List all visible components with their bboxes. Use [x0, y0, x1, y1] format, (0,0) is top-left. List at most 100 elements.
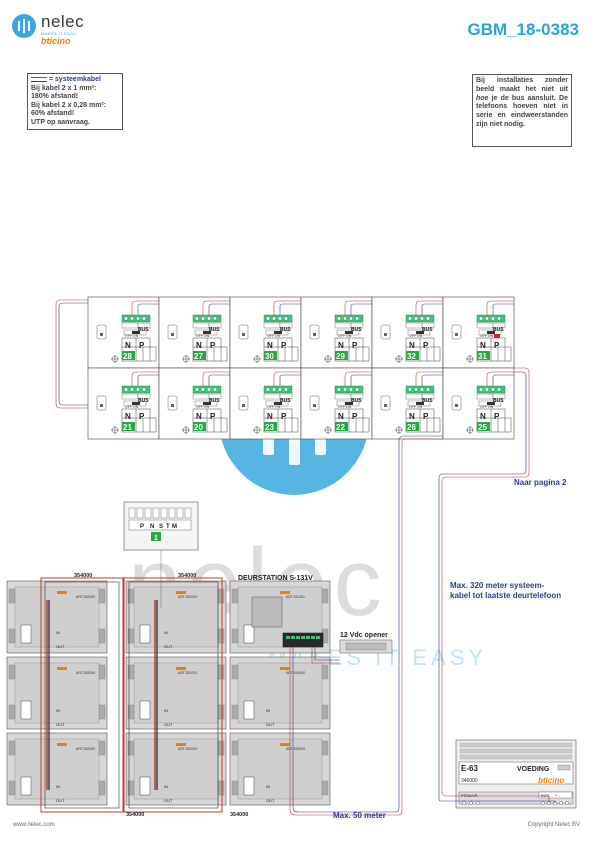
nelec-logo: nelec MAKES IT EASY bticino: [12, 12, 132, 46]
nelec-logo-mark-icon: [12, 14, 36, 38]
out-label: OUT: [56, 644, 65, 649]
out-label: OUT: [164, 798, 173, 803]
out-label: OUT: [266, 722, 275, 727]
out-label: OUT: [164, 722, 173, 727]
psu-plus-minus: + -: [555, 793, 560, 798]
cable-note-line: Bij kabel 2 x 0,28 mm²:: [31, 101, 107, 109]
terminal-n: N: [267, 341, 273, 350]
terminal-p: P: [352, 412, 358, 421]
cable-note: = systeemkabel Bij kabel 2 x 1 mm²: 180%…: [27, 73, 123, 130]
psu-code: 346000: [461, 778, 478, 784]
installation-note-text-a: Bij installaties zonder beeld maakt het …: [476, 77, 568, 93]
terminal-p: P: [423, 412, 429, 421]
switch-label: OFF ON: [267, 405, 281, 409]
psu-brand: bticino: [538, 776, 564, 785]
module-code: ART.352000: [178, 747, 197, 751]
terminal-n: N: [409, 341, 415, 350]
door-station-terminal: [282, 632, 324, 648]
in-label: IN: [56, 784, 60, 789]
in-label: IN: [56, 630, 60, 635]
psu-model: E-63: [461, 764, 478, 773]
bus-label: BUS: [280, 327, 291, 333]
dip-label: M: [172, 524, 177, 530]
terminal-n: N: [125, 341, 131, 350]
installation-note-italic: hoe: [476, 94, 489, 102]
logo-name: nelec: [41, 12, 85, 31]
cable-note-line: 180% afstand!: [31, 93, 79, 101]
in-label: IN: [56, 708, 60, 713]
out-label: OUT: [56, 722, 65, 727]
max-320-label-line2: kabel tot laatste deurtelefoon: [450, 591, 561, 600]
phone-row-top: [87, 296, 515, 369]
bus-label: BUS: [280, 398, 291, 404]
in-label: IN: [266, 708, 270, 713]
cable-legend-icon: [31, 76, 47, 82]
phone-address: 27: [194, 352, 203, 361]
switch-label: OFF ON: [338, 334, 352, 338]
out-label: OUT: [56, 798, 65, 803]
document-number: GBM_18-0383: [467, 20, 579, 39]
terminal-p: P: [139, 412, 145, 421]
terminal-p: P: [139, 341, 145, 350]
terminal-p: P: [281, 341, 287, 350]
in-label: IN: [164, 630, 168, 635]
psu-bus: BUS: [541, 793, 550, 798]
switch-label: OFF ON: [196, 405, 210, 409]
bus-label: BUS: [209, 398, 220, 404]
bus-label: BUS: [351, 398, 362, 404]
switch-label: OFF ON: [125, 334, 139, 338]
bus-label: BUS: [422, 327, 433, 333]
logo-tagline: MAKES IT EASY: [41, 31, 77, 36]
phone-address: 30: [265, 352, 274, 361]
in-label: IN: [164, 784, 168, 789]
max-320-label-line1: Max. 320 meter systeem-: [450, 581, 545, 590]
bus-label: BUS: [422, 398, 433, 404]
in-label: IN: [164, 708, 168, 713]
in-label: IN: [266, 784, 270, 789]
module-code: ART.352000: [178, 595, 197, 599]
switch-label: OFF ON: [267, 334, 281, 338]
phone-address: 25: [478, 423, 487, 432]
switch-label: OFF ON: [409, 334, 423, 338]
bus-label: BUS: [209, 327, 220, 333]
terminal-n: N: [196, 341, 202, 350]
max-50-label: Max. 50 meter: [333, 811, 386, 820]
phone-row-bottom: [87, 367, 515, 440]
terminal-n: N: [480, 412, 486, 421]
psu-primair: PRIMAIR: [461, 793, 478, 798]
bus-label: BUS: [138, 327, 149, 333]
phone-address: 28: [123, 352, 132, 361]
module-code: ART.352000: [178, 671, 197, 675]
bus-label: BUS: [493, 398, 504, 404]
terminal-p: P: [494, 412, 500, 421]
phone-address: 31: [478, 352, 487, 361]
terminal-n: N: [480, 341, 486, 350]
phone-address: 26: [407, 423, 416, 432]
terminal-p: P: [210, 341, 216, 350]
psu-name: VOEDING: [517, 766, 550, 773]
terminal-n: N: [338, 341, 344, 350]
terminal-p: P: [423, 341, 429, 350]
phone-address: 22: [336, 423, 345, 432]
terminal-n: N: [409, 412, 415, 421]
cable-legend: = systeemkabel: [31, 76, 119, 85]
terminal-n: N: [125, 412, 131, 421]
dip-value: 1: [154, 535, 158, 542]
footer-website: www.nelec.com: [13, 822, 55, 828]
logo-brand: bticino: [41, 36, 71, 46]
opener-label: 12 Vdc opener: [340, 632, 388, 639]
out-label: OUT: [266, 798, 275, 803]
terminal-p: P: [281, 412, 287, 421]
cable-legend-label: = systeemkabel: [49, 76, 101, 83]
dip-label: N: [150, 524, 154, 530]
switch-label: OFF ON: [480, 334, 494, 338]
cable-note-line: UTP op aanvraag.: [31, 118, 91, 126]
bus-label: BUS: [138, 398, 149, 404]
footer-copyright: Copyright Nelec BV: [527, 822, 580, 828]
frame-code: 354000: [74, 573, 92, 579]
phone-address: 29: [336, 352, 345, 361]
terminal-p: P: [210, 412, 216, 421]
dip-label: S: [159, 524, 163, 530]
door-station-label: DEURSTATION S-131V: [238, 575, 313, 582]
